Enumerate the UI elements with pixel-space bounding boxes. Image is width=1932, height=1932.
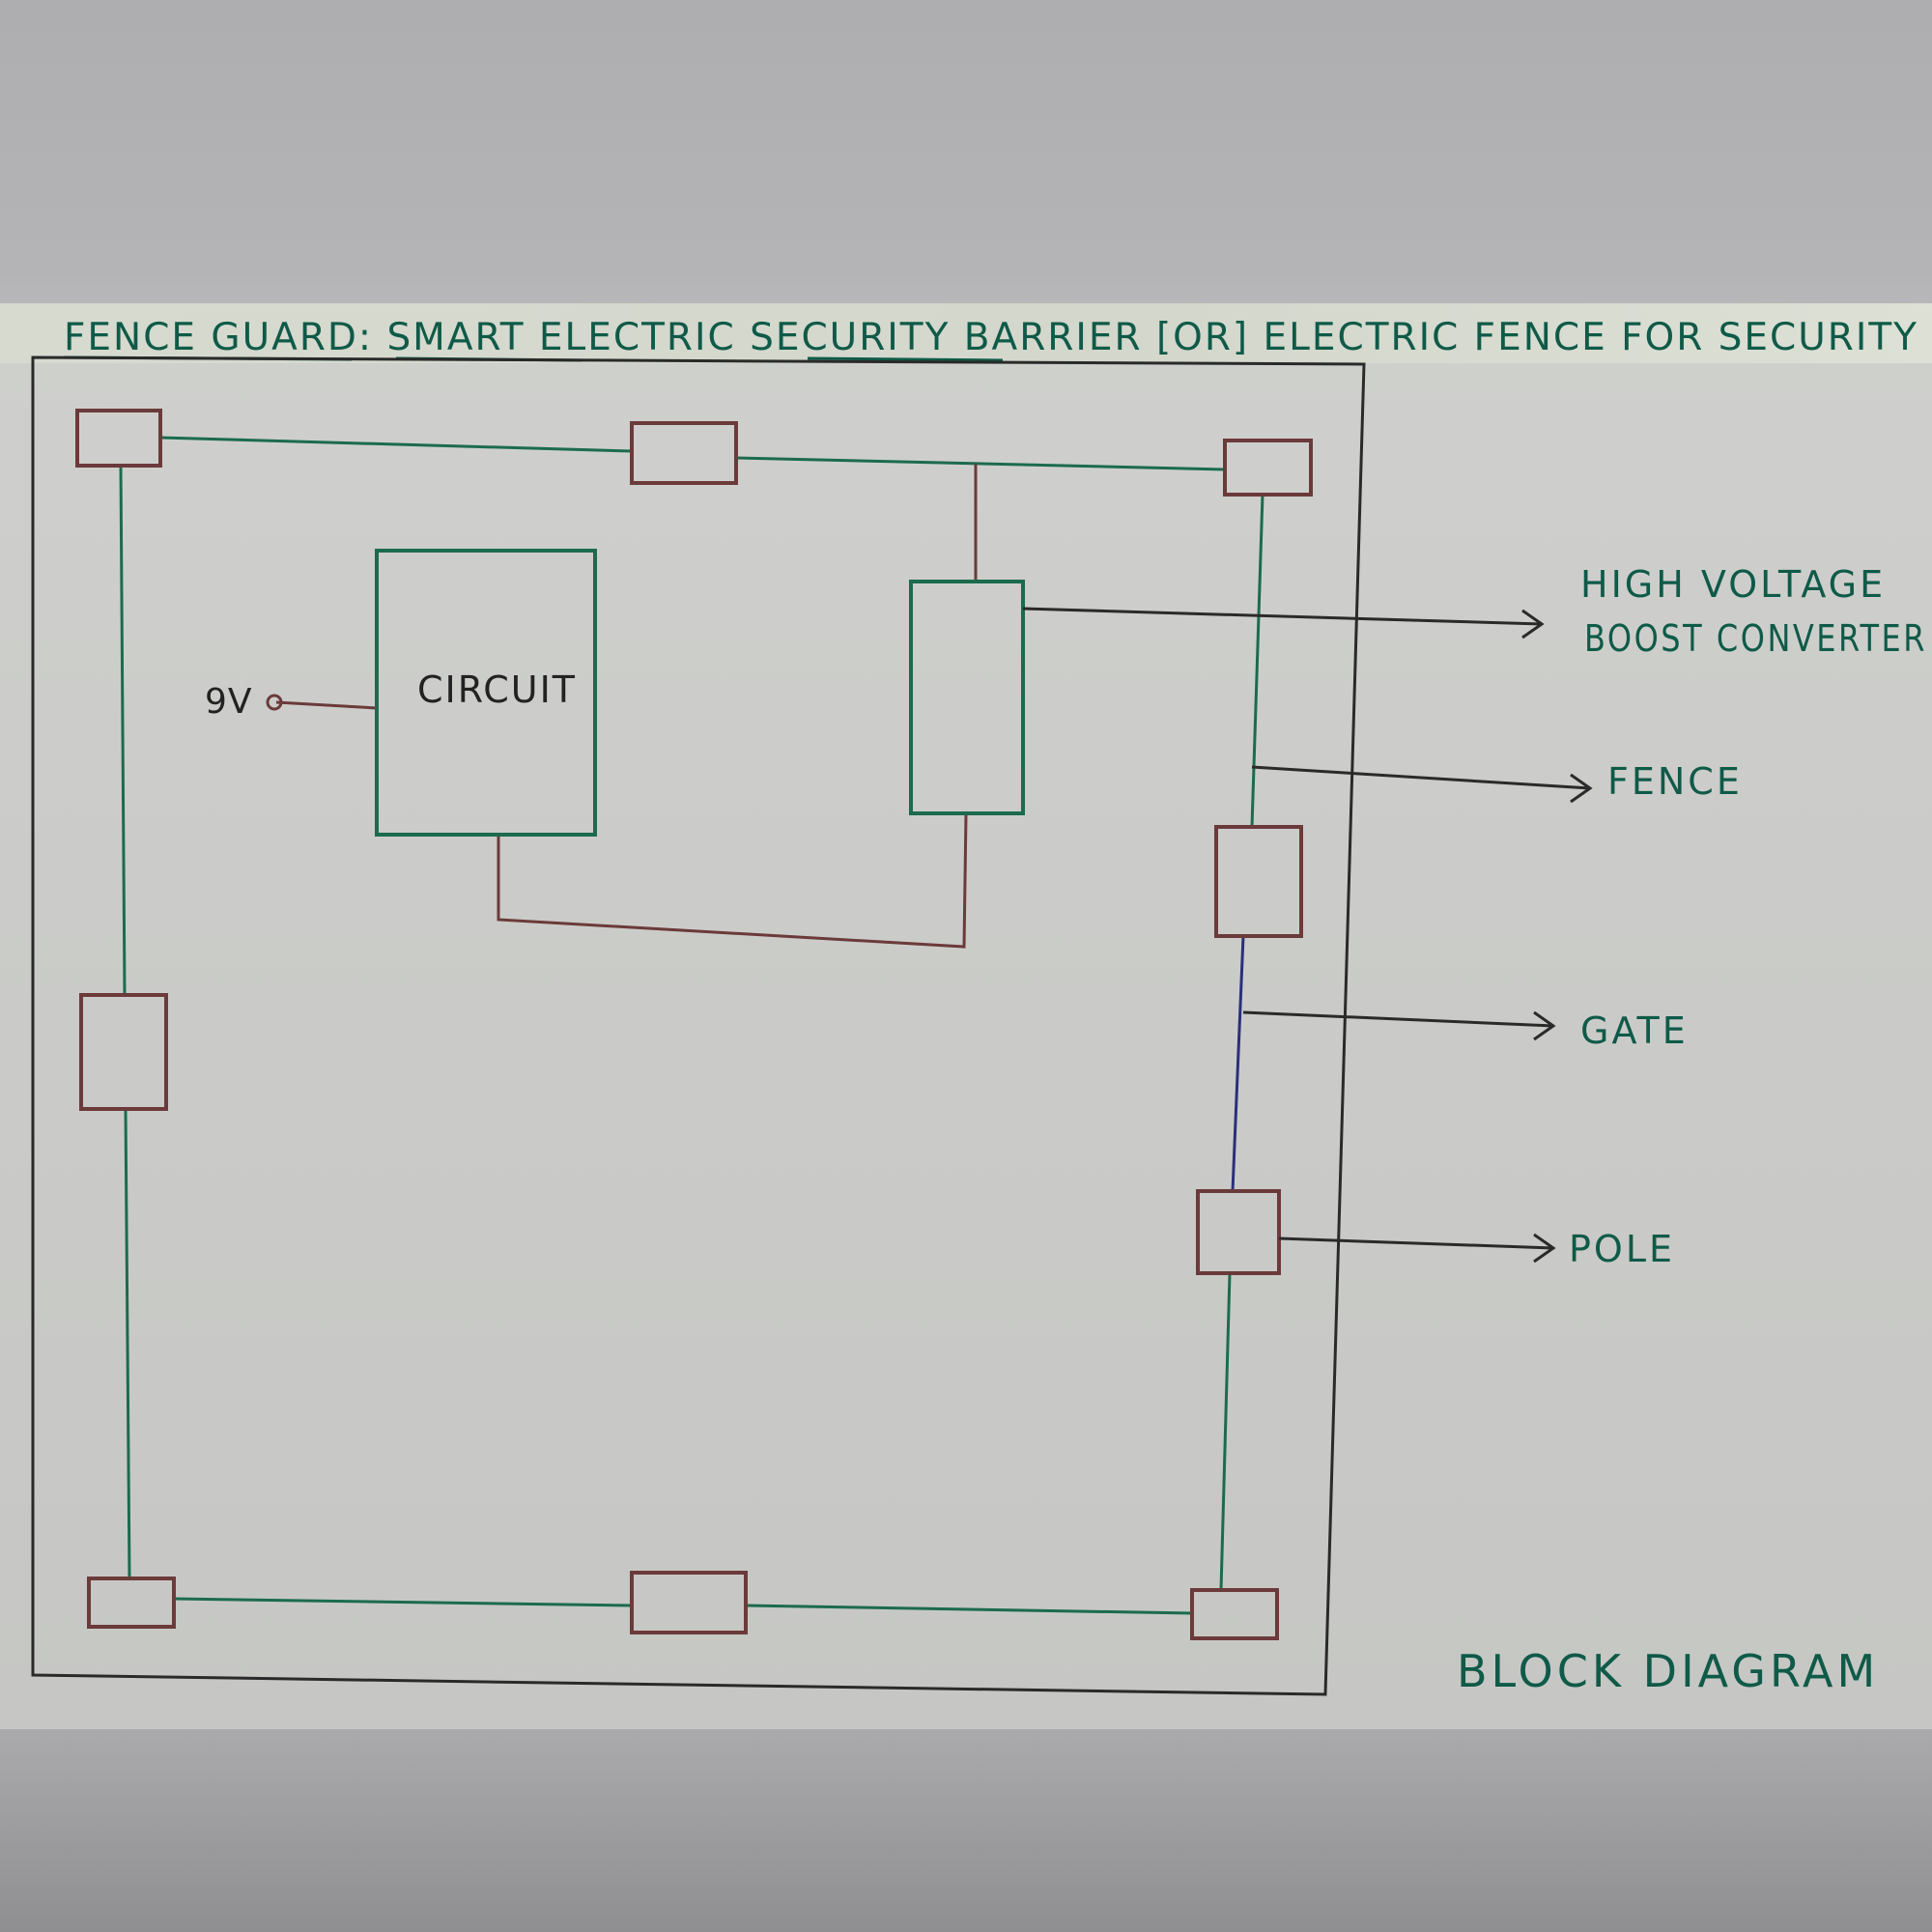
pole-top-middle [630,421,738,485]
pole-right-upper [1214,825,1303,938]
diagram-caption: BLOCK DIAGRAM [1457,1645,1879,1697]
input-voltage-label: 9V [205,682,253,722]
outer-border [31,355,1366,1696]
fence-arrowhead-icon [1570,773,1593,804]
pole-bottom-middle [630,1571,748,1634]
pole-arrowhead-icon [1533,1233,1556,1264]
paper-sheet [0,303,1932,1729]
converter-arrow-line [1022,607,1543,626]
boost-converter-block [909,580,1025,815]
gate-arrowhead-icon [1533,1010,1556,1041]
circuit-block [375,549,597,837]
pole-top-left [75,409,162,468]
converter-label-line2: BOOST CONVERTER [1584,617,1927,660]
pole-label: POLE [1569,1228,1675,1270]
gate-label: GATE [1580,1009,1689,1052]
gate-wire [1231,935,1245,1192]
pole-top-right [1223,439,1313,497]
circuit-wiring [275,464,978,949]
fence-label: FENCE [1607,760,1743,803]
converter-label-line1: HIGH VOLTAGE [1580,563,1886,606]
pointer-arrows [1022,607,1593,1264]
pole-arrow-line [1278,1236,1554,1250]
fence-arrow-line [1251,765,1591,790]
poles [75,409,1313,1640]
circuit-label: CIRCUIT [417,668,577,711]
fence-wires [119,436,1264,1615]
pole-bottom-left [87,1577,176,1629]
pole-bottom-right [1190,1588,1279,1640]
pole-left-middle [79,993,168,1111]
converter-arrowhead-icon [1521,609,1545,639]
diagram-title: FENCE GUARD: SMART ELECTRIC SECURITY BAR… [64,316,1918,359]
pole-right-lower [1196,1189,1281,1275]
title-strip [0,303,1932,363]
input-terminal-icon [266,694,283,711]
gate-arrow-line [1242,1010,1554,1028]
